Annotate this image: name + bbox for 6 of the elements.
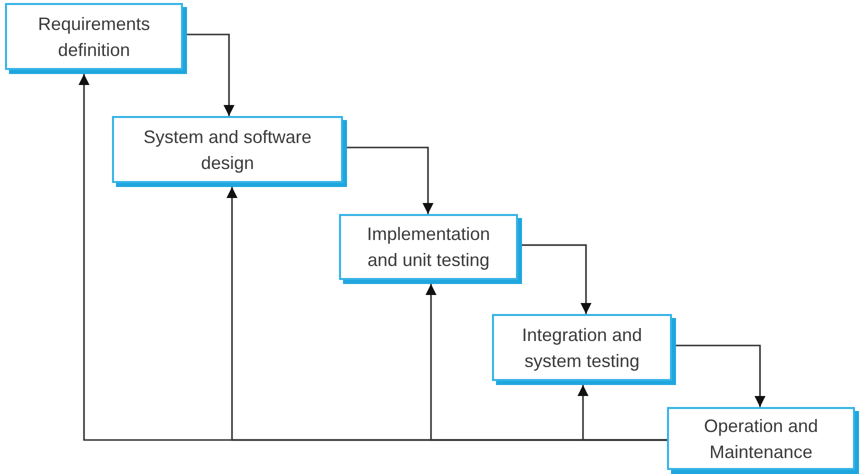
box-label: System and software design: [142, 126, 313, 175]
arrow: [577, 385, 667, 441]
box-label: Requirements definition: [36, 12, 152, 62]
box-label: Implementation and unit testing: [366, 223, 492, 272]
box-label: Operation and Maintenance: [702, 414, 820, 464]
box-label: Integration and system testing: [520, 324, 644, 373]
